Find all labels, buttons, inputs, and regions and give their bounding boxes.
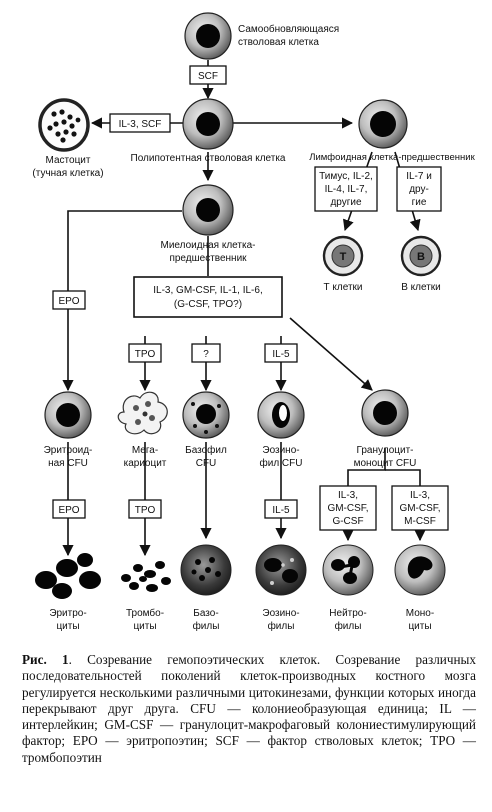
basophils-label-1: Базо- — [193, 608, 218, 619]
basophil-cfu-label-2: CFU — [196, 458, 217, 469]
factor-box-il3-scf: IL-3, SCF — [109, 113, 171, 133]
eosinophil-cfu-cell — [257, 391, 305, 439]
factor-box-baso: ? — [191, 343, 221, 363]
t-cell-symbol: T — [340, 251, 347, 263]
factor-box-tpo-2: TPO — [128, 499, 162, 519]
stem-cell — [184, 12, 232, 60]
neutrophils-label-1: Нейтро- — [329, 608, 366, 619]
neutrophils-label-2: филы — [335, 620, 362, 632]
b-cell-symbol: B — [417, 251, 425, 263]
thrombocytes-cells — [121, 561, 171, 592]
factor-box-epo-1: EPO — [52, 290, 86, 310]
factor-box-myeloid: IL-3, GM-CSF, IL-1, IL-6, (G-CSF, TPO?) — [133, 276, 283, 318]
monocytes-label-1: Моно- — [406, 608, 434, 619]
factor-t-line2: IL-4, IL-7, — [325, 184, 368, 195]
neutrophils-cell — [322, 544, 374, 596]
pluripotent-cell — [182, 98, 234, 150]
arrow-myeloid-to-erythroid — [62, 210, 182, 392]
arrow-to-gm-cfu — [289, 317, 373, 391]
mast-cell-label-1: Мастоцит — [46, 155, 91, 166]
megakaryocyte-label-2: кариоцит — [124, 458, 167, 469]
factor-box-tpo-1: TPO — [128, 343, 162, 363]
figure-caption: Рис. 1. Созревание гемопоэтических клето… — [22, 652, 476, 766]
gm-cfu-cell — [361, 389, 409, 437]
b-cell-label: В клетки — [401, 282, 441, 293]
thrombocytes-label-1: Тромбо- — [126, 607, 164, 619]
mast-cell-label-2: (тучная клетка) — [32, 168, 103, 179]
factor-t-line1: Тимус, IL-2, — [319, 171, 373, 182]
factor-box-t: Тимус, IL-2, IL-4, IL-7, другие — [314, 166, 378, 212]
factor-mono-line3: M-CSF — [404, 516, 436, 527]
factor-box-scf: SCF — [189, 65, 227, 85]
factor-scf-label: SCF — [198, 71, 218, 82]
erythrocytes-cells — [35, 553, 101, 599]
myeloid-cell-label-2: предшественник — [169, 253, 247, 264]
factor-b-line2: дру- — [409, 184, 429, 195]
factor-box-epo-2: EPO — [52, 499, 86, 519]
factor-box-il5-2: IL-5 — [264, 499, 298, 519]
factor-il3-scf-label: IL-3, SCF — [119, 119, 162, 130]
factor-tpo-2-label: TPO — [135, 505, 156, 516]
basophils-label-2: филы — [193, 620, 220, 632]
megakaryocyte-cell — [117, 391, 168, 435]
eosinophil-cfu-label-1: Эозино- — [262, 445, 299, 456]
gm-cfu-label-2: моноцит CFU — [354, 458, 417, 469]
factor-myeloid-line2: (G-CSF, TPO?) — [174, 299, 242, 310]
myeloid-cell — [182, 184, 234, 236]
factor-box-neutrophil: IL-3, GM-CSF, G-CSF — [319, 485, 377, 531]
erythrocytes-label-2: циты — [56, 621, 79, 632]
factor-neut-line2: GM-CSF, — [327, 503, 368, 514]
monocytes-cell — [394, 544, 446, 596]
figure-caption-label: Рис. 1 — [22, 652, 69, 667]
lymphoid-cell-label: Лимфоидная клетка-предшественник — [309, 152, 475, 163]
factor-neut-line3: G-CSF — [332, 516, 363, 527]
stem-cell-label-1: Самообновляющаяся — [238, 23, 339, 35]
erythroid-cfu-label-1: Эритроид- — [44, 445, 93, 456]
factor-baso-label: ? — [203, 349, 209, 360]
eosinophil-cfu-label-2: фил CFU — [260, 457, 303, 469]
factor-neut-line1: IL-3, — [338, 490, 358, 501]
factor-b-line3: гие — [412, 197, 427, 208]
gm-cfu-label-1: Гранулоцит- — [356, 445, 413, 456]
basophil-cfu-cell — [182, 391, 230, 439]
erythrocytes-label-1: Эритро- — [49, 608, 86, 619]
factor-tpo-1-label: TPO — [135, 349, 156, 360]
factor-mono-line1: IL-3, — [410, 490, 430, 501]
factor-t-line3: другие — [330, 197, 362, 208]
b-cell: B — [400, 235, 442, 277]
factor-box-monocyte: IL-3, GM-CSF, M-CSF — [391, 485, 449, 531]
t-cell-label: Т клетки — [324, 282, 363, 293]
erythroid-cfu-cell — [44, 391, 92, 439]
factor-box-b: IL-7 и дру- гие — [396, 166, 442, 212]
factor-epo-2-label: EPO — [58, 505, 79, 516]
t-cell: T — [322, 235, 364, 277]
figure-caption-text: . Созревание гемопоэтических клеток. Соз… — [22, 652, 476, 765]
basophils-cell — [180, 544, 232, 596]
stem-cell-label-2: стволовая клетка — [238, 37, 319, 48]
factor-epo-1-label: EPO — [58, 296, 79, 307]
eosinophils-label-1: Эозино- — [262, 608, 299, 619]
lymphoid-cell — [358, 99, 408, 149]
eosinophils-cell — [255, 544, 307, 596]
erythroid-cfu-label-2: ная CFU — [48, 458, 88, 469]
myeloid-cell-label-1: Миелоидная клетка- — [161, 240, 256, 251]
eosinophils-label-2: филы — [268, 620, 295, 632]
factor-il5-2-label: IL-5 — [272, 505, 290, 516]
factor-il5-1-label: IL-5 — [272, 349, 290, 360]
mast-cell — [38, 98, 90, 152]
factor-mono-line2: GM-CSF, — [399, 503, 440, 514]
factor-myeloid-line1: IL-3, GM-CSF, IL-1, IL-6, — [153, 285, 262, 296]
megakaryocyte-label-1: Мега- — [132, 445, 158, 456]
monocytes-label-2: циты — [408, 621, 431, 632]
hematopoiesis-diagram: T B — [32, 12, 476, 632]
basophil-cfu-label-1: Базофил — [185, 444, 227, 456]
thrombocytes-label-2: циты — [133, 621, 156, 632]
factor-box-il5-1: IL-5 — [264, 343, 298, 363]
factor-b-line1: IL-7 и — [406, 171, 432, 182]
pluripotent-cell-label: Полипотентная стволовая клетка — [131, 153, 286, 164]
